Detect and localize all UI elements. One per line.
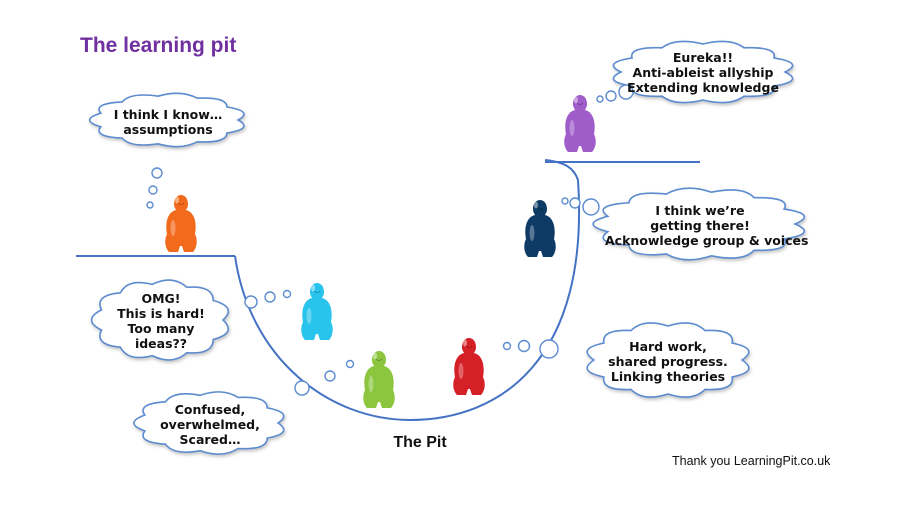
thought-trail-circle	[151, 167, 163, 179]
cyan-figure	[301, 283, 333, 340]
thought-trail-circle	[605, 90, 617, 102]
thought-trail-circle	[146, 201, 154, 209]
pit-outline	[76, 159, 700, 422]
thought-trail-circle	[324, 370, 336, 382]
green-figure	[363, 351, 395, 408]
thought-trail-circle	[244, 295, 258, 309]
thought-trail-circle	[569, 197, 581, 209]
page-title: The learning pit	[80, 34, 237, 57]
thought-trail-circle	[618, 84, 634, 100]
thought-trail-circle	[264, 291, 276, 303]
bubble-hard-work-cloud	[586, 322, 750, 398]
orange-figure	[165, 195, 197, 252]
purple-figure	[564, 95, 596, 152]
thought-trail-circle	[148, 185, 158, 195]
thought-trail-circle	[561, 197, 569, 205]
thought-trail-circle	[539, 339, 559, 359]
bubble-eureka-text: Eureka!! Anti-ableist allyship Extending…	[627, 50, 779, 95]
navy-figure	[524, 200, 556, 257]
thought-trail-circle	[596, 95, 604, 103]
thought-trail-circle	[294, 380, 310, 396]
bubble-getting-there-text: I think we’re getting there! Acknowledge…	[605, 203, 809, 248]
thought-trail-circle	[282, 289, 292, 299]
bubble-hard-work-text: Hard work, shared progress. Linking theo…	[608, 339, 728, 384]
bubble-eureka-cloud	[612, 40, 794, 104]
bubble-omg-cloud	[90, 279, 230, 361]
red-figure	[453, 338, 485, 395]
thought-trail-circle	[345, 359, 355, 369]
credit-text: Thank you LearningPit.co.uk	[672, 454, 831, 468]
bubble-confused-cloud	[133, 391, 285, 455]
bubble-confused-text: Confused, overwhelmed, Scared…	[160, 402, 260, 447]
thought-trail-circle	[582, 198, 600, 216]
thought-trail-circle	[502, 341, 512, 351]
bubble-getting-there-cloud	[592, 187, 806, 261]
pit-label: The Pit	[393, 434, 447, 451]
bubble-start-cloud	[88, 92, 245, 148]
pit-curve	[234, 159, 581, 422]
thought-trail-circle	[517, 339, 531, 353]
bubble-start-text: I think I know… assumptions	[113, 107, 223, 137]
bubble-omg-text: OMG! This is hard! Too many ideas??	[117, 291, 205, 351]
